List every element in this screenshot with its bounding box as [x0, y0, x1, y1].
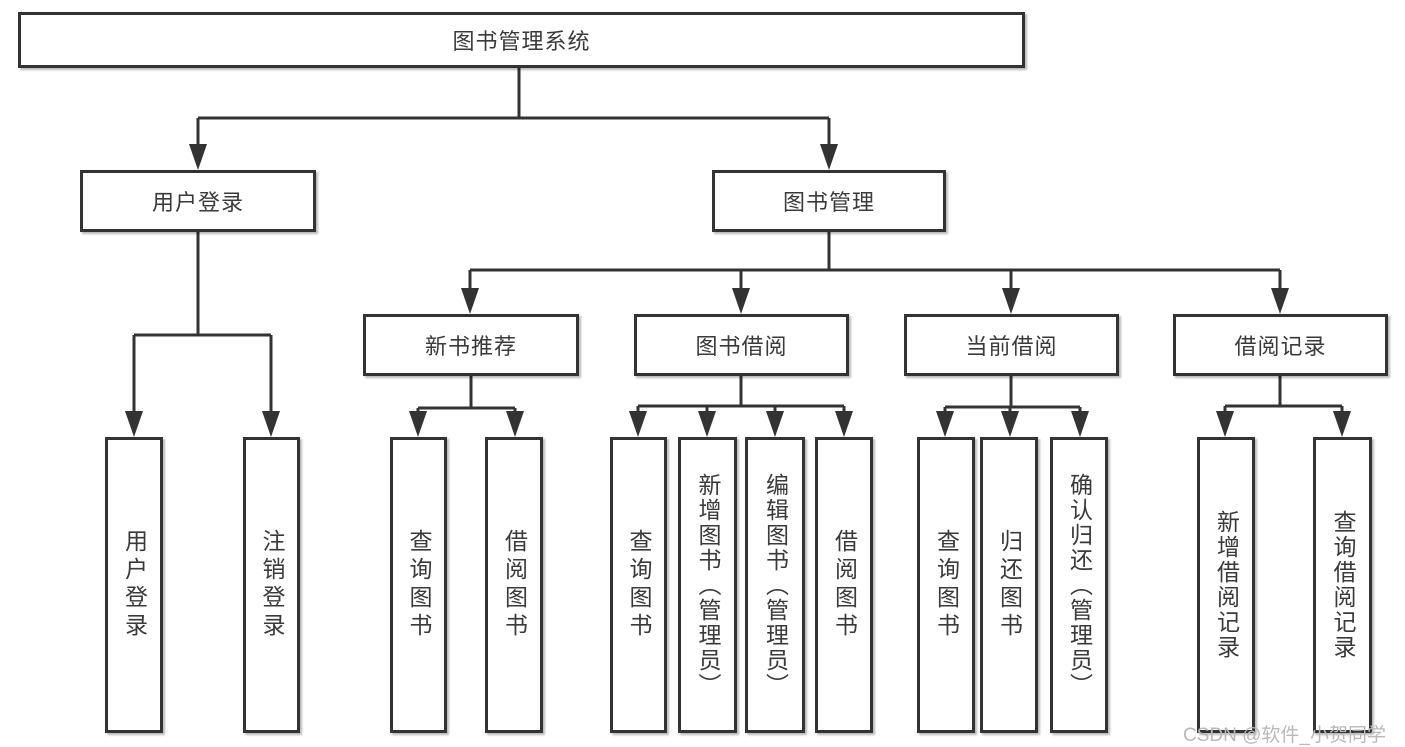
- arrowheads: [125, 144, 1351, 437]
- node-label: 新书推荐: [424, 334, 517, 359]
- node-label: 当前借阅: [965, 334, 1058, 359]
- leaf-add-borrow-record: 新增借阅记录: [1197, 437, 1255, 733]
- node-label: 借阅图书: [831, 529, 858, 641]
- leaf-edit-book-admin: 编辑图书（管理员）: [745, 437, 805, 733]
- node-label: 用户登录: [151, 190, 244, 215]
- leaf-borrow-books-recommend: 借阅图书: [485, 437, 543, 733]
- node-label: 新增图书（管理员）: [695, 472, 721, 698]
- node-label: 借阅记录: [1234, 334, 1327, 359]
- leaf-return-book: 归还图书: [980, 437, 1038, 733]
- node-user-login: 用户登录: [80, 170, 316, 232]
- node-label: 查询图书: [406, 529, 432, 641]
- leaf-query-books-recommend: 查询图书: [390, 437, 447, 733]
- node-label: 确认归还（管理员）: [1066, 472, 1093, 698]
- leaf-query-borrow-record: 查询借阅记录: [1313, 437, 1372, 733]
- node-book-management: 图书管理: [712, 170, 946, 232]
- node-label: 图书借阅: [695, 334, 788, 359]
- node-label: 查询图书: [933, 529, 960, 641]
- node-current-borrowing: 当前借阅: [904, 314, 1119, 376]
- leaf-add-book-admin: 新增图书（管理员）: [678, 437, 737, 733]
- node-label: 图书管理系统: [452, 29, 591, 54]
- leaf-user-login: 用户登录: [105, 437, 163, 733]
- leaf-query-books-current: 查询图书: [917, 437, 975, 733]
- node-label: 借阅图书: [501, 529, 528, 641]
- node-label: 查询图书: [626, 529, 652, 641]
- node-new-book-recommend: 新书推荐: [363, 314, 579, 376]
- watermark: CSDN @软件_小贺同学: [1183, 725, 1386, 746]
- node-label: 查询借阅记录: [1330, 510, 1356, 660]
- node-borrowing-records: 借阅记录: [1173, 314, 1388, 376]
- node-label: 注销登录: [259, 529, 285, 641]
- node-label: 新增借阅记录: [1213, 510, 1240, 660]
- node-label: 编辑图书（管理员）: [762, 472, 789, 698]
- node-book-borrowing: 图书借阅: [634, 314, 849, 376]
- leaf-logout: 注销登录: [243, 437, 300, 733]
- node-label: 用户登录: [121, 529, 148, 641]
- leaf-query-books-borrowing: 查询图书: [610, 437, 667, 733]
- leaf-borrow-books-borrowing: 借阅图书: [815, 437, 873, 733]
- node-label: 图书管理: [782, 190, 875, 215]
- node-label: 归还图书: [996, 529, 1023, 641]
- node-library-system: 图书管理系统: [18, 12, 1025, 68]
- leaf-confirm-return-admin: 确认归还（管理员）: [1050, 437, 1108, 733]
